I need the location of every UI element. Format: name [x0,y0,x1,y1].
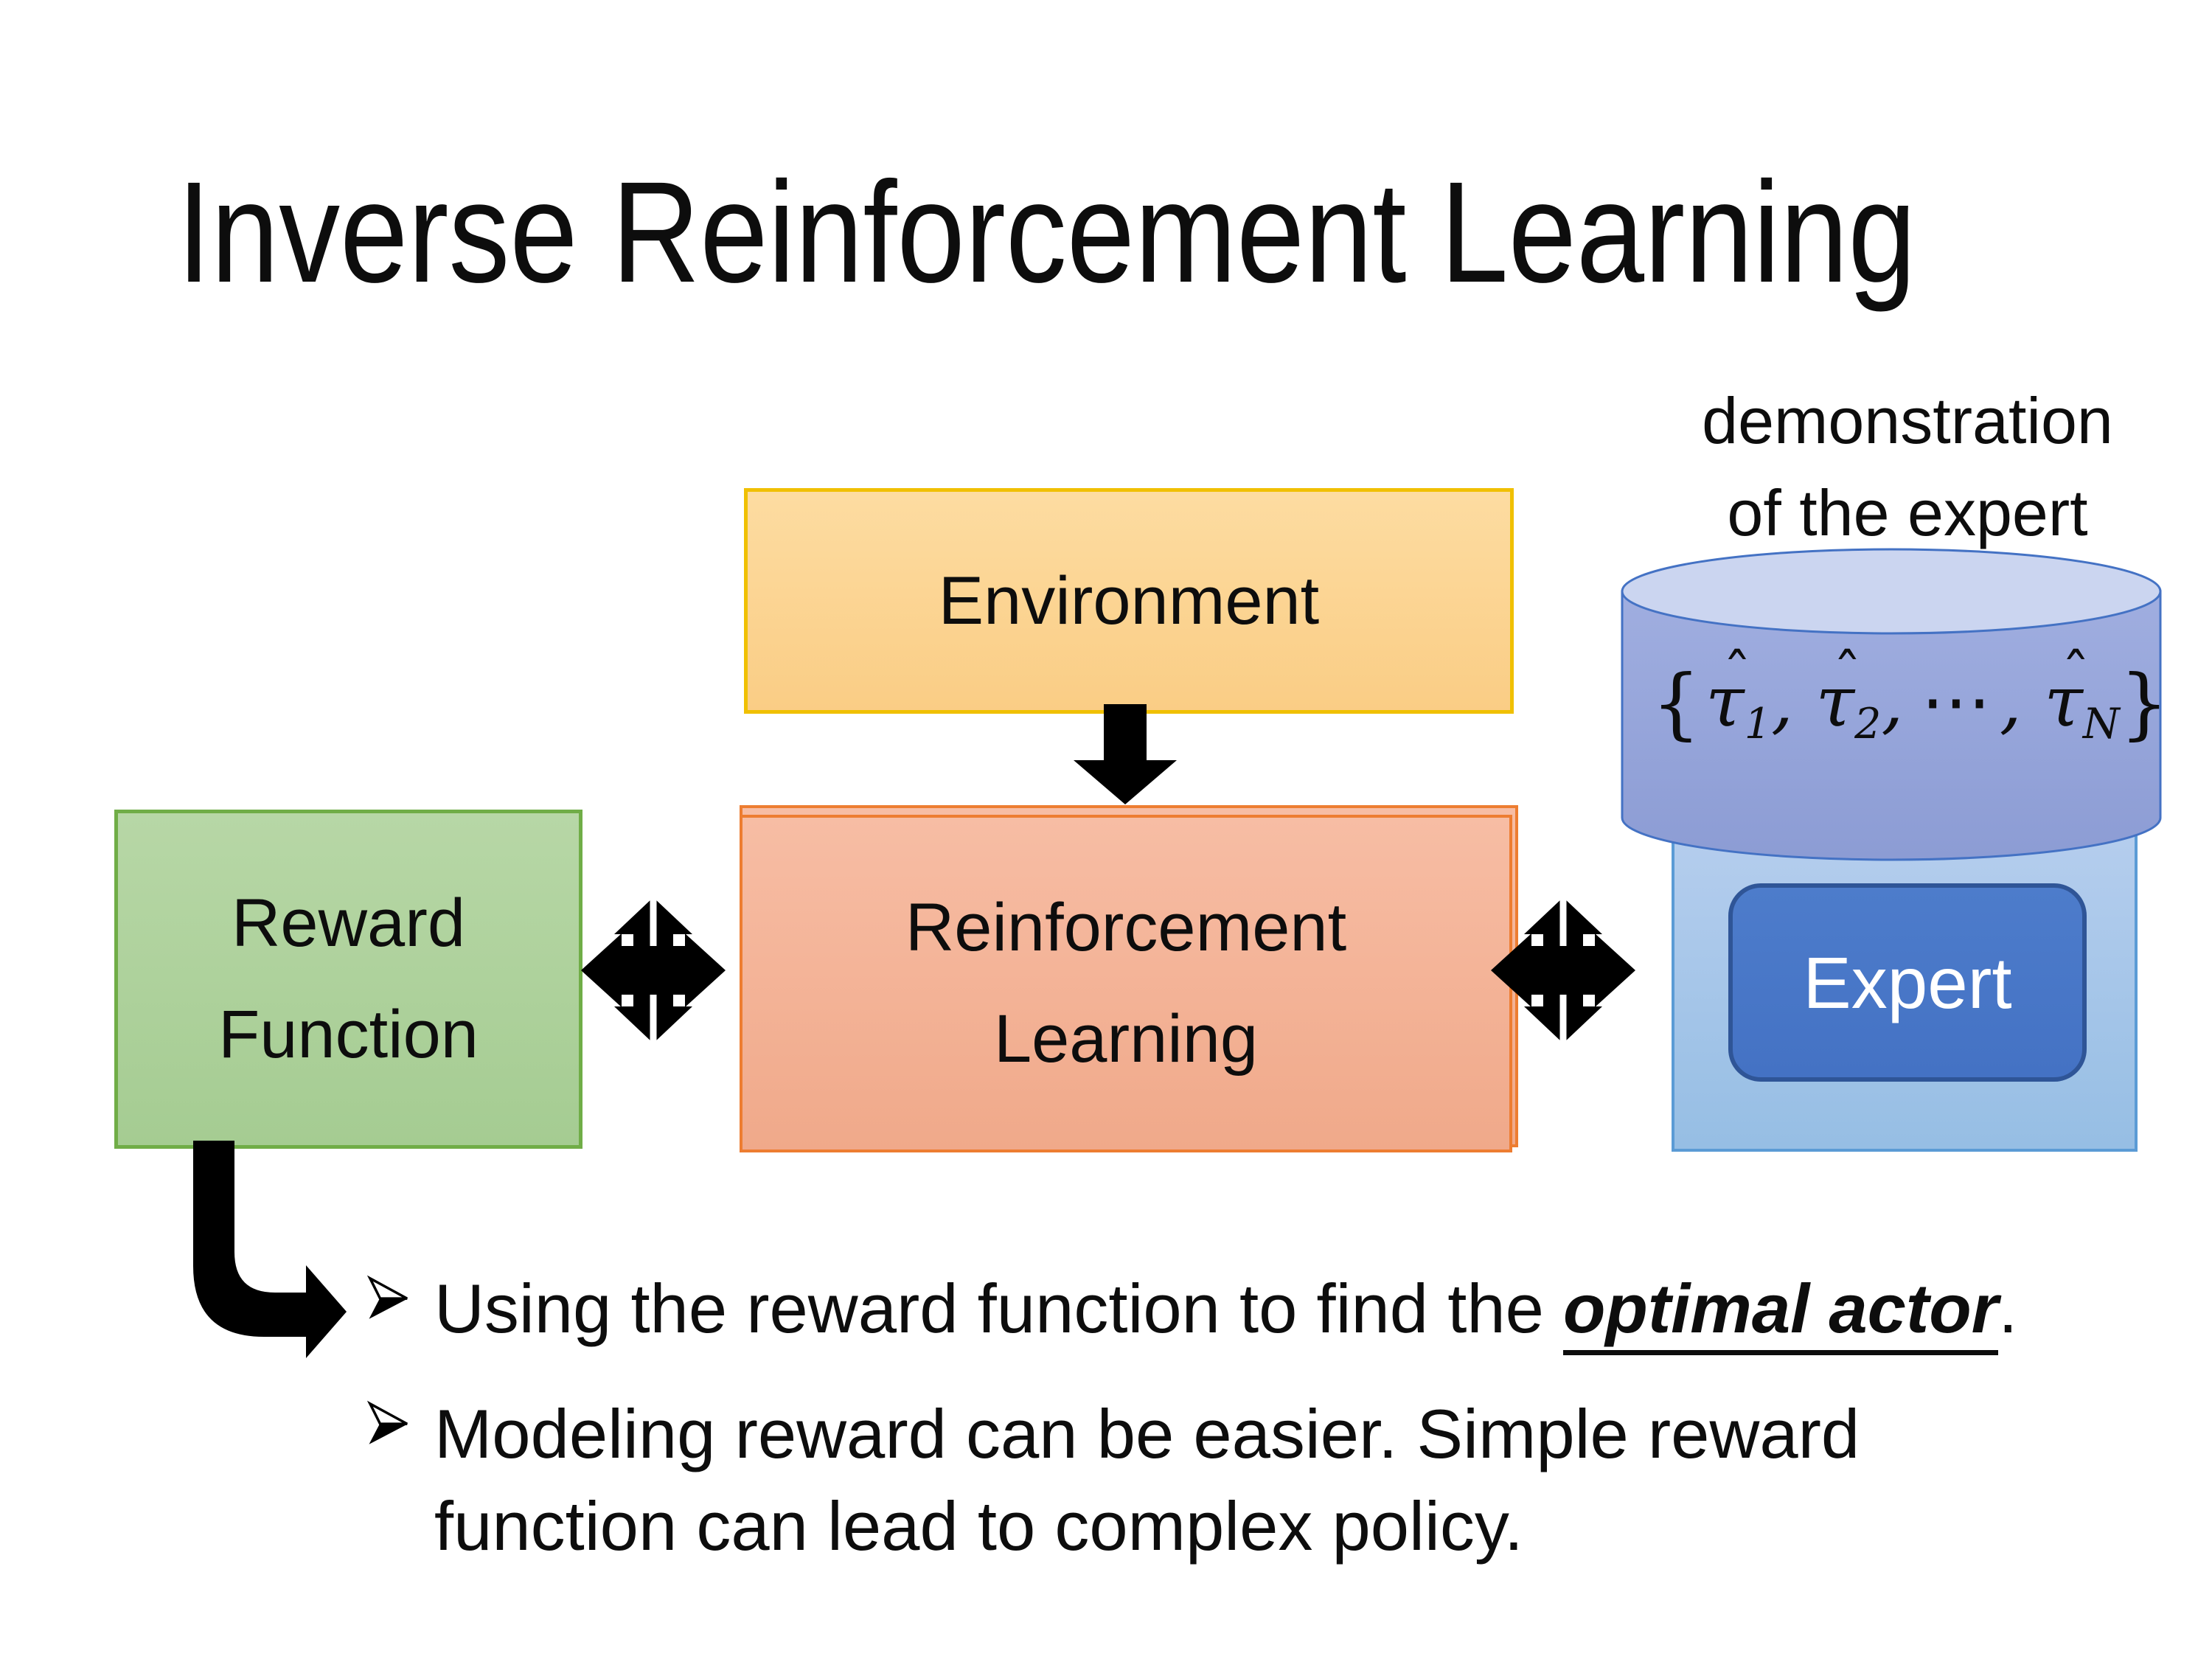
database-cylinder-icon [1621,548,2162,861]
environment-label: Environment [938,563,1320,639]
expert-label: Expert [1803,942,2012,1023]
bent-arrow-icon [193,1141,347,1358]
formula-ellipsis: ⋯ [1921,661,1992,742]
formula-comma: , [1881,661,1904,742]
slide-title: Inverse Reinforcement Learning [177,152,1916,313]
bullet-item-2: Modeling reward can be easier. Simple re… [365,1388,1860,1572]
reinforcement-learning-box: Reinforcement Learning [740,815,1512,1152]
demonstration-caption-line1: demonstration [1702,384,2113,457]
bullet-arrowhead-icon [366,1400,408,1444]
down-arrow-icon [1074,704,1177,804]
demonstration-caption-line2: of the expert [1727,476,2088,549]
reward-label-line1: Reward [231,886,465,961]
formula-open-brace: { [1652,658,1701,748]
double-arrow-right-icon [1491,897,1635,1043]
formula-comma: , [1999,661,2022,742]
double-arrow-left-icon [581,897,726,1043]
bullet-1-text: Using the reward function to find the op… [434,1262,2017,1355]
bullet-2-text: Modeling reward can be easier. Simple re… [434,1395,1860,1565]
rl-label-line2: Learning [993,1001,1259,1077]
formula-close-brace: } [2119,658,2169,748]
demonstration-caption: demonstration of the expert [1664,375,2151,560]
environment-box: Environment [744,488,1514,714]
expert-box: Expert [1728,883,2087,1082]
reward-label-line2: Function [218,997,479,1072]
bullet-arrowhead-icon [366,1275,408,1319]
formula-comma: , [1770,661,1794,742]
optimal-actor-emphasis: optimal actor [1563,1270,1999,1355]
bullet-item-1: Using the reward function to find the op… [365,1262,2017,1355]
reward-function-box: Reward Function [114,810,582,1149]
rl-label-line1: Reinforcement [905,890,1347,966]
